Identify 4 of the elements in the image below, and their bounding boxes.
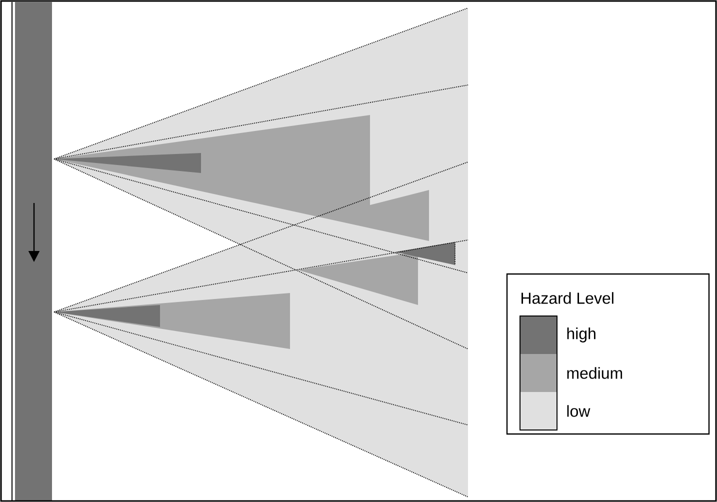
legend-label: high: [567, 328, 596, 342]
legend-title: Hazard Level: [522, 292, 614, 304]
legend-label: medium: [567, 367, 622, 379]
legend-label: low: [567, 405, 590, 417]
